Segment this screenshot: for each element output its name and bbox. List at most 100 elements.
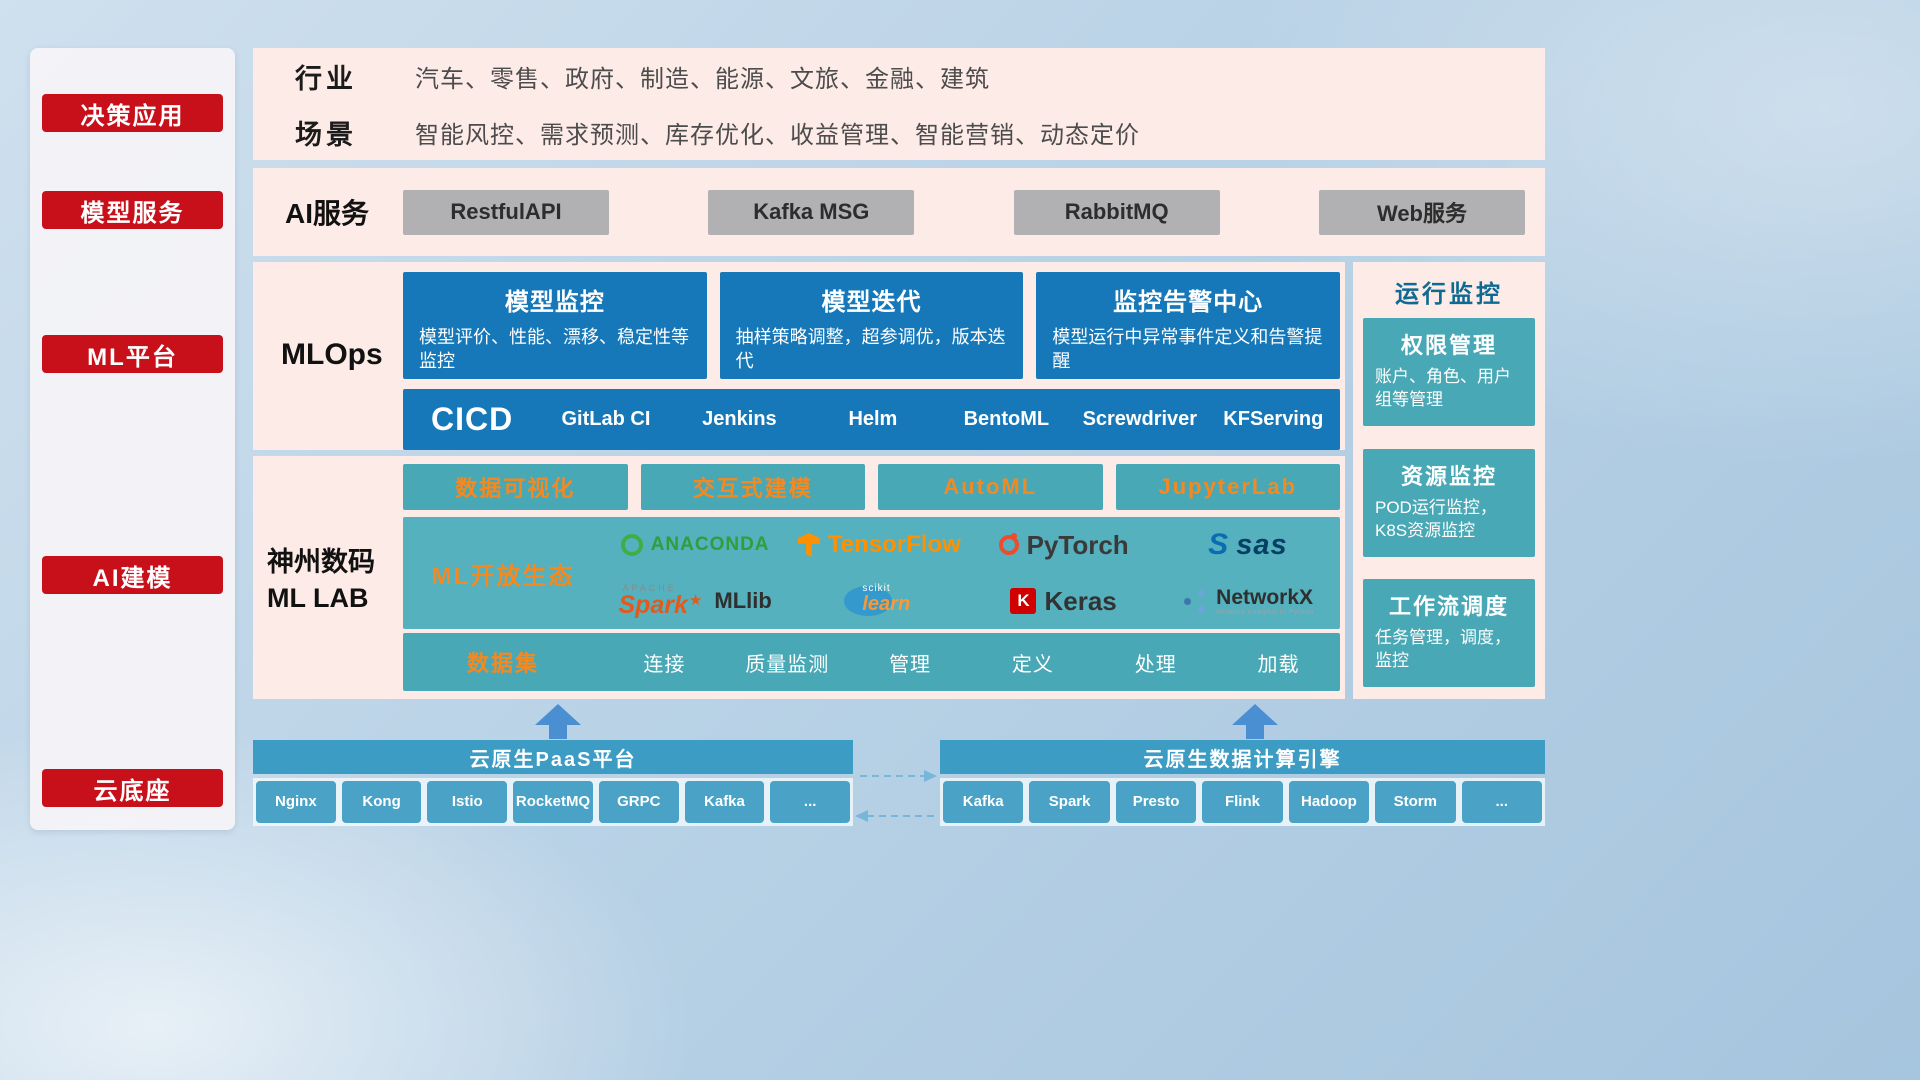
- card-title: 资源监控: [1400, 464, 1497, 489]
- permission-management-card: 权限管理 账户、角色、用户组等管理: [1363, 318, 1535, 426]
- hadoop-chip[interactable]: Hadoop: [1288, 781, 1370, 823]
- sas-logo: S sas: [1208, 528, 1288, 561]
- runtime-monitoring-title: 运行监控: [1395, 281, 1503, 308]
- card-desc: POD运行监控，K8S资源监控: [1375, 498, 1497, 540]
- storm-chip[interactable]: Storm: [1375, 781, 1456, 823]
- interactive-modeling-button[interactable]: 交互式建模: [640, 464, 865, 510]
- flink-chip[interactable]: Flink: [1202, 781, 1283, 823]
- tensorflow-logo: TensorFlow: [787, 531, 971, 559]
- istio-chip[interactable]: Istio: [427, 781, 508, 823]
- jenkins-item: Jenkins: [702, 408, 777, 430]
- dataset-quality-item: 质量监测: [745, 653, 830, 676]
- tensorflow-icon: [797, 533, 820, 557]
- dataset-process-item: 处理: [1134, 653, 1177, 676]
- runtime-monitoring-panel: 运行监控 权限管理 账户、角色、用户组等管理 资源监控 POD运行监控，K8S资…: [1353, 262, 1545, 699]
- restfulapi-button[interactable]: RestfulAPI: [403, 189, 609, 235]
- dataset-bar: 数据集 连接 质量监测 管理 定义 处理 加载: [403, 633, 1340, 691]
- card-desc: 账户、角色、用户组等管理: [1375, 367, 1511, 409]
- mllab-label: 神州数码 ML LAB: [267, 544, 403, 617]
- mlops-cards: 模型监控 模型评价、性能、漂移、稳定性等监控 模型迭代 抽样策略调整，超参调优，…: [403, 272, 1341, 379]
- rail-item-cloud-base[interactable]: 云底座: [42, 769, 223, 807]
- ai-service-label: AI服务: [285, 198, 370, 229]
- cicd-items: GitLab CI Jenkins Helm BentoML Screwdriv…: [539, 409, 1340, 430]
- data-engine-bar: 云原生数据计算引擎: [940, 740, 1545, 774]
- engine-components: Kafka Spark Presto Flink Hadoop Storm ..…: [940, 778, 1545, 826]
- model-iteration-card: 模型迭代 抽样策略调整，超参调优，版本迭代: [719, 272, 1024, 379]
- keras-logo: K Keras: [972, 586, 1156, 617]
- automl-button[interactable]: AutoML: [878, 464, 1103, 510]
- scenario-row: 场景 智能风控、需求预测、库存优化、收益管理、智能营销、动态定价: [295, 113, 1545, 152]
- card-title: 模型监控: [504, 289, 605, 316]
- mllab-label-line2: ML LAB: [267, 583, 369, 614]
- keras-icon: K: [1010, 588, 1037, 614]
- bentoml-item: BentoML: [963, 408, 1050, 430]
- rail-item-ml-platform[interactable]: ML平台: [42, 335, 223, 373]
- up-arrow-icon: [535, 704, 581, 739]
- industry-row: 行业 汽车、零售、政府、制造、能源、文旅、金融、建筑: [295, 57, 1545, 96]
- kafka-msg-button[interactable]: Kafka MSG: [708, 189, 915, 235]
- nginx-chip[interactable]: Nginx: [256, 781, 336, 823]
- ai-service-panel: AI服务 RestfulAPI Kafka MSG RabbitMQ Web服务: [253, 168, 1545, 256]
- rabbitmq-button[interactable]: RabbitMQ: [1013, 189, 1220, 235]
- card-title: 监控告警中心: [1113, 289, 1264, 316]
- networkx-logo: NetworkX Network Analysis in Python: [1156, 586, 1340, 617]
- mlops-label: MLOps: [281, 338, 383, 371]
- more-engine-chip[interactable]: ...: [1461, 781, 1542, 823]
- card-title: 模型迭代: [821, 289, 922, 316]
- paas-components: Nginx Kong Istio RocketMQ GRPC Kafka ...: [253, 778, 853, 826]
- dataset-items: 连接 质量监测 管理 定义 处理 加载: [603, 648, 1340, 677]
- ml-ecosystem-logos: ANACONDA TensorFlow PyTorch S sas APACHE: [603, 517, 1340, 629]
- web-service-button[interactable]: Web服务: [1318, 189, 1525, 235]
- spark-star-icon: ★: [688, 592, 703, 609]
- mllab-panel: 神州数码 ML LAB 数据可视化 交互式建模 AutoML JupyterLa…: [253, 456, 1345, 699]
- scenario-label: 场景: [295, 119, 357, 150]
- dataset-load-item: 加载: [1257, 653, 1300, 676]
- model-monitoring-card: 模型监控 模型评价、性能、漂移、稳定性等监控: [403, 272, 707, 379]
- cicd-label: CICD: [431, 401, 514, 437]
- cicd-bar: CICD GitLab CI Jenkins Helm BentoML Scre…: [403, 389, 1340, 450]
- card-desc: 模型评价、性能、漂移、稳定性等监控: [419, 327, 689, 372]
- alert-center-card: 监控告警中心 模型运行中异常事件定义和告警提醒: [1036, 272, 1341, 379]
- paas-platform-bar: 云原生PaaS平台: [253, 740, 853, 774]
- more-chip[interactable]: ...: [770, 781, 851, 823]
- card-title: 权限管理: [1400, 333, 1497, 358]
- dataset-manage-item: 管理: [889, 653, 932, 676]
- anaconda-icon: [620, 534, 643, 556]
- ml-ecosystem-label: ML开放生态: [431, 562, 575, 590]
- spark-mllib-logo: APACHE Spark★ MLlib: [618, 583, 772, 619]
- pytorch-icon: [998, 533, 1019, 555]
- resource-monitoring-card: 资源监控 POD运行监控，K8S资源监控: [1363, 449, 1535, 557]
- kafka-engine-chip[interactable]: Kafka: [943, 781, 1024, 823]
- screwdriver-item: Screwdriver: [1082, 408, 1198, 430]
- rocketmq-chip[interactable]: RocketMQ: [513, 781, 593, 823]
- dataset-connect-item: 连接: [643, 653, 686, 676]
- presto-chip[interactable]: Presto: [1115, 781, 1197, 823]
- sas-swirl-icon: S: [1208, 528, 1229, 561]
- kafka-chip[interactable]: Kafka: [684, 781, 765, 823]
- anaconda-logo: ANACONDA: [603, 534, 787, 556]
- kfserving-item: KFServing: [1223, 408, 1324, 430]
- industry-label: 行业: [295, 63, 357, 94]
- scikit-learn-icon: [844, 586, 893, 616]
- industry-scenario-panel: 行业 汽车、零售、政府、制造、能源、文旅、金融、建筑 场景 智能风控、需求预测、…: [253, 48, 1545, 160]
- card-title: 工作流调度: [1388, 594, 1509, 619]
- jupyterlab-button[interactable]: JupyterLab: [1115, 464, 1340, 510]
- mllab-tools: 数据可视化 交互式建模 AutoML JupyterLab: [403, 464, 1340, 510]
- pytorch-logo: PyTorch: [972, 530, 1156, 561]
- grpc-chip[interactable]: GRPC: [598, 781, 679, 823]
- rail-item-ai-modeling[interactable]: AI建模: [42, 556, 223, 594]
- card-desc: 任务管理，调度，监控: [1375, 628, 1511, 670]
- dataset-define-item: 定义: [1011, 653, 1054, 676]
- scikit-learn-logo: scikit learn: [787, 583, 971, 619]
- rail-item-model-service[interactable]: 模型服务: [42, 191, 223, 229]
- kong-chip[interactable]: Kong: [341, 781, 422, 823]
- rail-item-decision-apps[interactable]: 决策应用: [42, 94, 223, 132]
- spark-chip[interactable]: Spark: [1029, 781, 1110, 823]
- scenario-value: 智能风控、需求预测、库存优化、收益管理、智能营销、动态定价: [415, 121, 1140, 149]
- data-visualization-button[interactable]: 数据可视化: [403, 464, 628, 510]
- gitlab-ci-item: GitLab CI: [561, 408, 651, 430]
- networkx-icon: [1182, 589, 1208, 613]
- up-arrow-icon: [1232, 704, 1278, 739]
- card-desc: 模型运行中异常事件定义和告警提醒: [1052, 327, 1323, 372]
